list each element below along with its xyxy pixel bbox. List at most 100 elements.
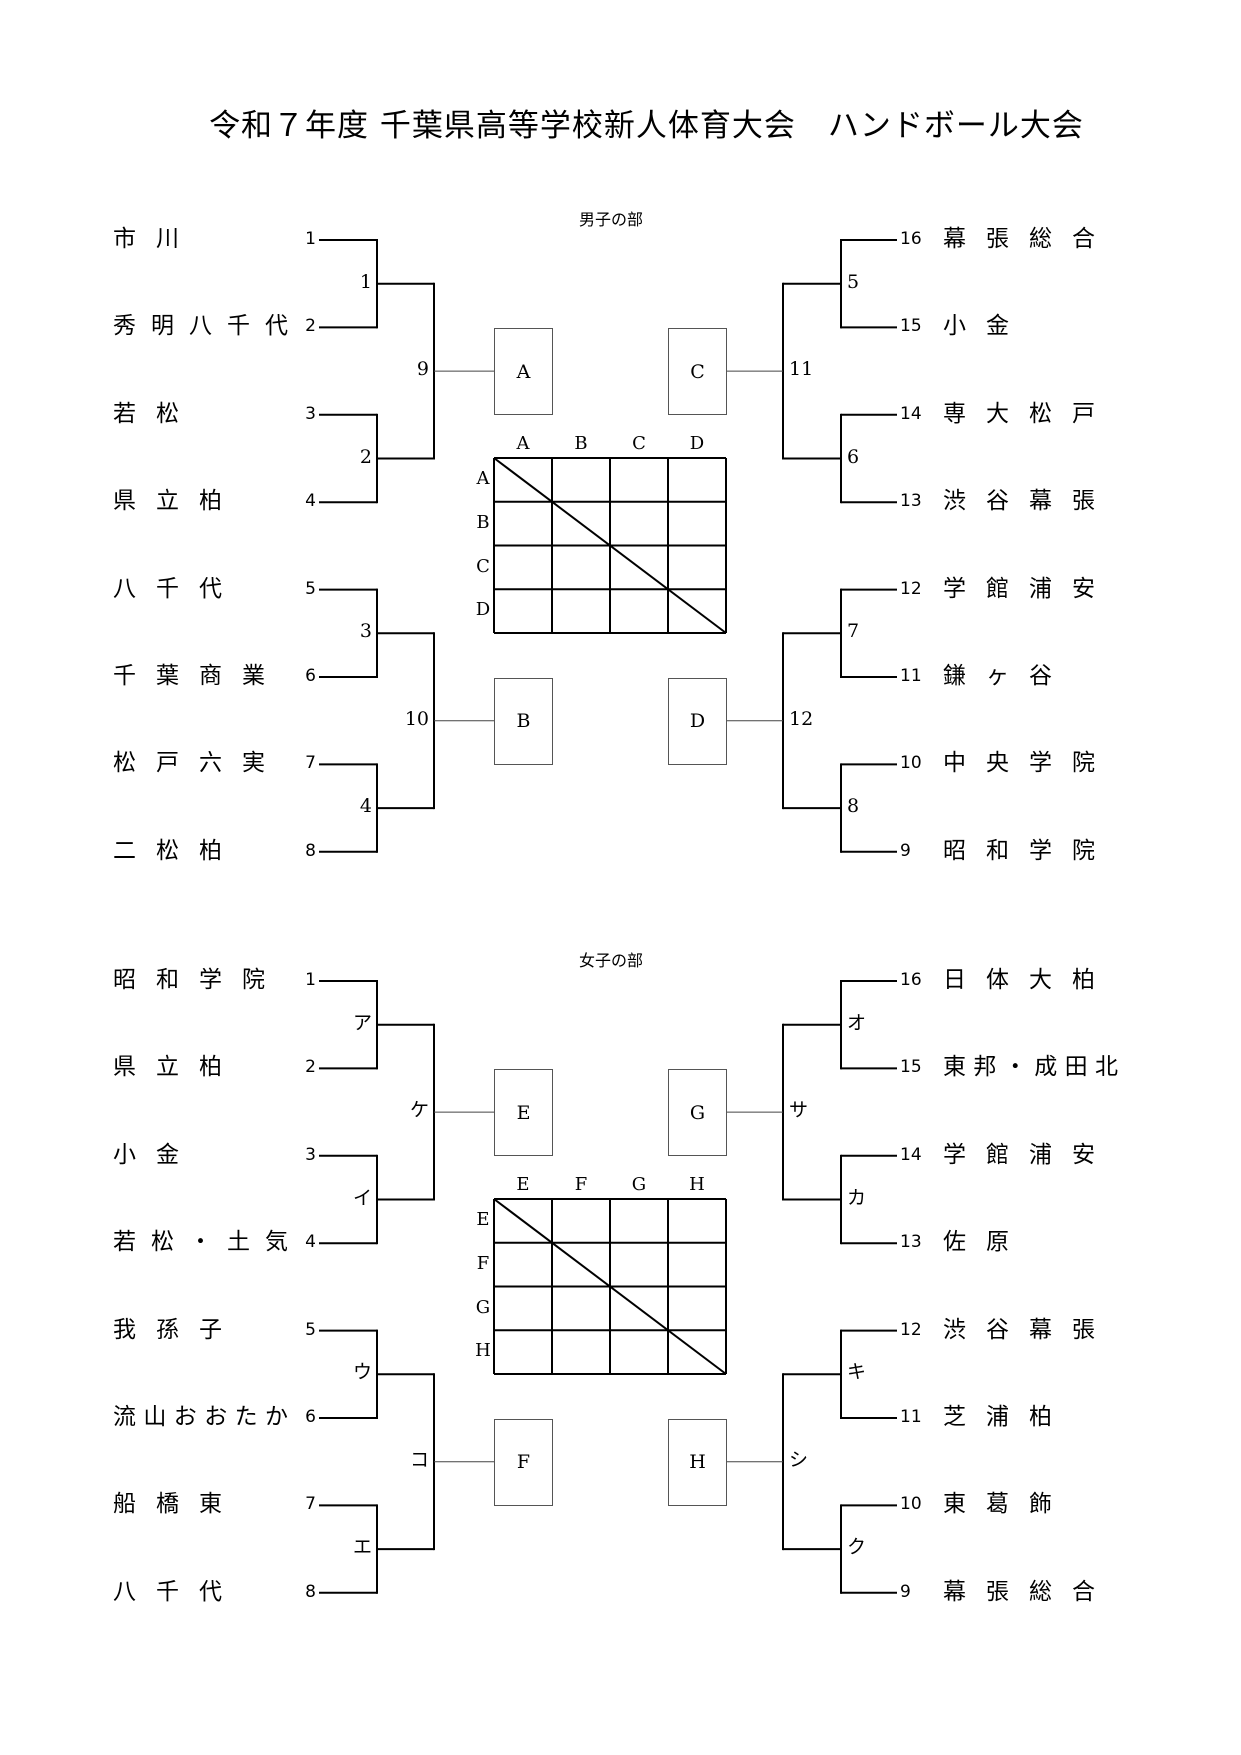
seed-number: 6 <box>305 1407 316 1427</box>
grid-column-header: F <box>574 1174 588 1195</box>
team-name: 渋谷幕張 <box>943 488 1115 515</box>
match-label: 6 <box>847 445 860 468</box>
seed-number: 16 <box>900 970 922 990</box>
seed-number: 7 <box>305 1494 316 1515</box>
seed-number: 3 <box>305 403 316 424</box>
seed-number: 9 <box>900 840 911 861</box>
team-name: 若松 <box>113 400 199 427</box>
grid-row-header: D <box>475 599 491 621</box>
seed-number: 13 <box>900 491 922 512</box>
team-name: 秀明八千代 <box>113 313 303 340</box>
match-label: コ <box>409 1448 429 1471</box>
team-name: 幕張総合 <box>943 1578 1115 1605</box>
team-name: 我孫子 <box>113 1316 242 1343</box>
team-name: 流山おおたか <box>113 1404 296 1430</box>
seed-number: 11 <box>900 666 922 686</box>
match-label: イ <box>352 1186 372 1209</box>
team-name: 学館浦安 <box>943 1141 1115 1168</box>
grid-row-header: E <box>476 1209 490 1230</box>
team-name: 二松柏 <box>113 837 242 864</box>
team-name: 学館浦安 <box>943 575 1115 602</box>
match-label: 10 <box>404 707 429 730</box>
final-box: A <box>494 328 553 416</box>
team-name: 渋谷幕張 <box>943 1316 1115 1343</box>
match-label: ケ <box>409 1099 429 1122</box>
final-box: H <box>668 1418 727 1506</box>
match-label: 2 <box>359 445 372 468</box>
seed-number: 2 <box>305 1057 316 1078</box>
grid-column-header: C <box>632 433 646 454</box>
match-label: ウ <box>352 1361 372 1384</box>
match-label: 3 <box>359 620 372 643</box>
grid-column-header: A <box>516 433 530 454</box>
grid-column-header: D <box>689 433 705 454</box>
division-label: 女子の部 <box>578 951 643 970</box>
final-box: D <box>668 677 727 765</box>
seed-number: 2 <box>305 316 316 337</box>
seed-number: 16 <box>900 229 922 249</box>
team-name: 芝浦柏 <box>943 1404 1072 1430</box>
match-label: 9 <box>416 358 429 381</box>
seed-number: 1 <box>305 229 316 249</box>
seed-number: 13 <box>900 1232 922 1253</box>
grid-diagonal <box>493 1198 727 1375</box>
match-label: ア <box>352 1011 372 1034</box>
match-label: 12 <box>789 707 814 730</box>
seed-number: 11 <box>900 1407 922 1427</box>
match-label: 4 <box>359 795 372 818</box>
match-label: エ <box>352 1536 372 1559</box>
final-box: G <box>668 1069 727 1157</box>
team-name: 東葛飾 <box>943 1491 1072 1518</box>
seed-number: 6 <box>305 666 316 686</box>
team-name: 幕張総合 <box>943 226 1115 252</box>
match-label: シ <box>789 1448 809 1471</box>
match-label: 1 <box>359 270 372 293</box>
grid-row-header: A <box>476 468 490 489</box>
match-label: 7 <box>847 620 860 643</box>
team-name: 佐原 <box>943 1229 1029 1256</box>
grid-row-header: C <box>476 555 490 577</box>
grid-row-header: B <box>476 511 490 533</box>
seed-number: 7 <box>305 753 316 774</box>
final-box: C <box>668 328 727 416</box>
final-box: B <box>494 677 553 765</box>
match-label: サ <box>789 1099 809 1122</box>
seed-number: 12 <box>900 1319 922 1340</box>
seed-number: 3 <box>305 1144 316 1165</box>
seed-number: 4 <box>305 1232 316 1253</box>
team-name: 若松・土気 <box>113 1229 303 1256</box>
seed-number: 5 <box>305 1319 316 1340</box>
seed-number: 8 <box>305 840 316 861</box>
final-box: E <box>494 1069 553 1157</box>
grid-row-header: G <box>475 1296 491 1318</box>
match-label: 5 <box>847 270 860 293</box>
seed-number: 15 <box>900 1057 922 1078</box>
team-name: 昭和学院 <box>943 837 1115 864</box>
seed-number: 14 <box>900 403 922 424</box>
seed-number: 15 <box>900 316 922 337</box>
seed-number: 8 <box>305 1581 316 1602</box>
seed-number: 10 <box>900 1494 922 1515</box>
team-name: 船橋東 <box>113 1491 242 1518</box>
final-box: F <box>494 1418 553 1506</box>
seed-number: 1 <box>305 970 316 990</box>
team-name: 県立柏 <box>113 488 242 515</box>
match-label: オ <box>847 1011 867 1034</box>
team-name: 専大松戸 <box>943 400 1115 427</box>
team-name: 八千代 <box>113 1578 242 1605</box>
match-label: キ <box>847 1361 867 1384</box>
seed-number: 5 <box>305 578 316 599</box>
team-name: 県立柏 <box>113 1054 242 1081</box>
team-name: 小金 <box>943 313 1029 340</box>
grid-row-header: F <box>476 1252 490 1274</box>
grid-diagonal <box>493 457 727 634</box>
grid-column-header: E <box>516 1174 530 1195</box>
seed-number: 14 <box>900 1144 922 1165</box>
match-label: ク <box>847 1536 867 1559</box>
seed-number: 10 <box>900 753 922 774</box>
team-name: 八千代 <box>113 575 242 602</box>
page-title: 令和７年度 千葉県高等学校新人体育大会 ハンドボール大会 <box>209 108 1084 144</box>
grid-column-header: H <box>689 1174 705 1195</box>
